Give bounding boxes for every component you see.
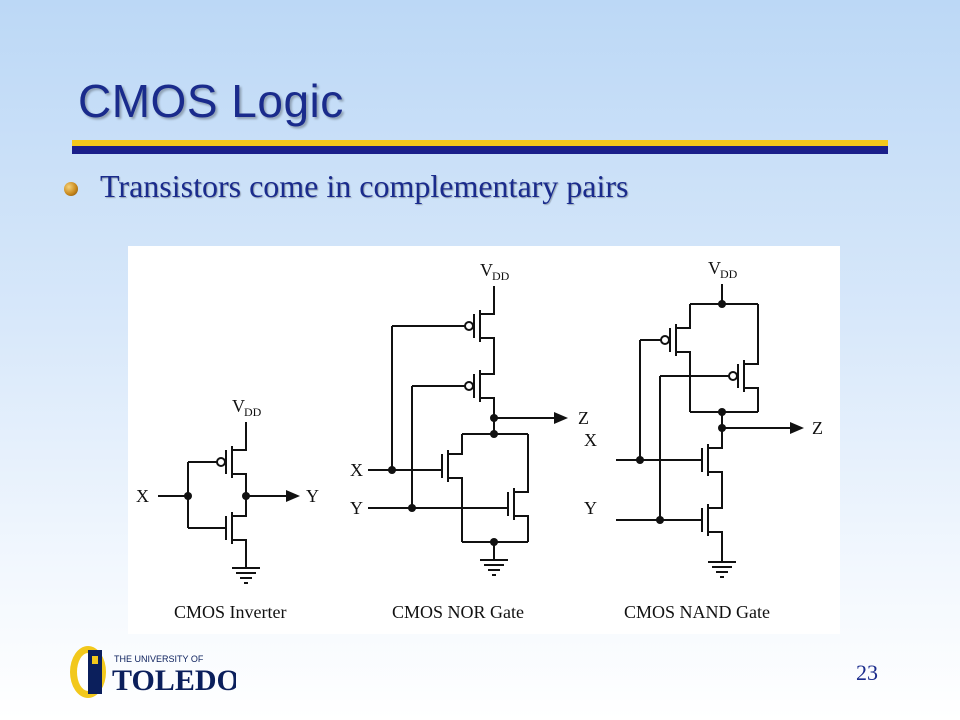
inverter-output-label: Y [306, 486, 319, 506]
logo-line2: TOLEDO [112, 664, 236, 697]
nor-pmos2-bubble [464, 381, 474, 391]
bullet-text: Transistors come in complementary pairs [100, 168, 629, 204]
nand-caption: CMOS NAND Gate [624, 602, 770, 622]
nor-caption: CMOS NOR Gate [392, 602, 524, 622]
nand-circuit: V DD Z [584, 258, 823, 622]
nor-x-node [388, 466, 396, 474]
inverter-vdd-label: V [232, 396, 245, 416]
nand-nmosx-channel [707, 428, 723, 500]
inverter-nmos-channel [231, 496, 247, 564]
inverter-pmos-bubble [216, 457, 226, 467]
inverter-circuit: V DD X Y CMOS Inverter [136, 396, 319, 622]
nor-nmosy-channel [513, 434, 529, 542]
bullet-item: Transistors come in complementary pairs [64, 168, 629, 205]
nor-y-node [408, 504, 416, 512]
logo-tower-window [92, 656, 98, 664]
logo-line1: THE UNIVERSITY OF [114, 654, 204, 664]
nor-y-label: Y [350, 498, 363, 518]
cmos-circuits-figure: V DD X Y CMOS Inverter V DD [128, 246, 840, 634]
nor-nmosx-channel [447, 434, 463, 510]
inverter-input-node [184, 492, 192, 500]
nand-x-node [636, 456, 644, 464]
nand-pmosy-channel [743, 304, 759, 412]
circuit-diagrams: V DD X Y CMOS Inverter V DD [136, 258, 823, 622]
nand-pmosy-bubble [728, 371, 738, 381]
inverter-input-label: X [136, 486, 149, 506]
nand-y-node [656, 516, 664, 524]
nand-nmosy-channel [707, 500, 723, 552]
nor-vdd-label: V [480, 260, 493, 280]
title-rule-navy [72, 146, 888, 154]
nor-vdd-subscript: DD [492, 269, 510, 283]
nand-vdd-label: V [708, 258, 721, 278]
title-rule-gold [72, 140, 888, 146]
nor-pmos2-channel [479, 370, 495, 418]
nand-output-label: Z [812, 418, 823, 438]
inverter-output-arrow [286, 490, 300, 502]
inverter-vdd-subscript: DD [244, 405, 262, 419]
nand-output-arrow [790, 422, 804, 434]
university-logo: THE UNIVERSITY OF TOLEDO [66, 640, 240, 700]
logo-tower [88, 650, 102, 694]
nand-vdd-subscript: DD [720, 267, 738, 281]
nor-output-label: Z [578, 408, 589, 428]
nor-x-label: X [350, 460, 363, 480]
inverter-caption: CMOS Inverter [174, 602, 286, 622]
toledo-logo-icon: THE UNIVERSITY OF TOLEDO [70, 646, 240, 698]
nor-pmos1-bubble [464, 321, 474, 331]
bullet-icon [64, 181, 78, 196]
page-number: 23 [856, 660, 878, 685]
nand-pmosx-bubble [660, 335, 670, 345]
nor-pmos1-channel [479, 286, 495, 370]
slide-title: CMOS Logic [78, 75, 344, 127]
nor-circuit: V DD Z [350, 260, 589, 622]
nand-pmosx-channel [675, 304, 691, 412]
nor-output-arrow [554, 412, 568, 424]
nand-x-label: X [584, 430, 597, 450]
nand-y-label: Y [584, 498, 597, 518]
inverter-pmos-channel [231, 422, 247, 496]
